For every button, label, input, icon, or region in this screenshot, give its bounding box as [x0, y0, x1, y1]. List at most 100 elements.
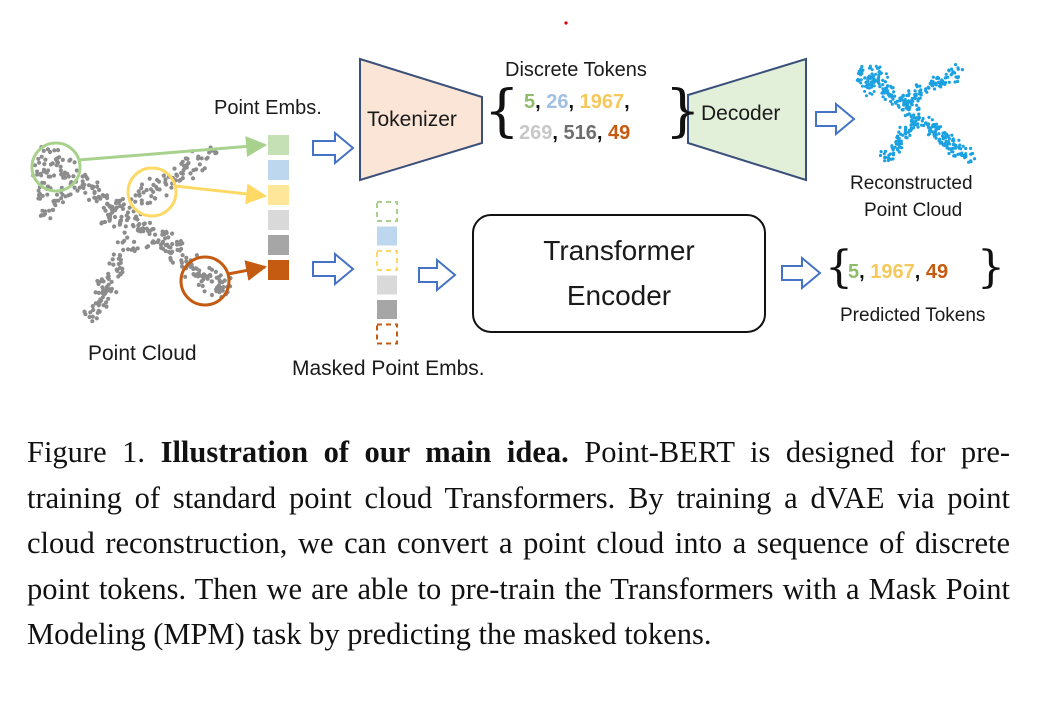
- cloud-point: [859, 81, 863, 85]
- arrow-tokens-to-decoder: [312, 251, 355, 287]
- cloud-point: [867, 86, 871, 90]
- cloud-point: [881, 87, 885, 91]
- cloud-point: [930, 118, 934, 122]
- cloud-point: [47, 208, 52, 213]
- cloud-point: [109, 279, 114, 284]
- cloud-point: [944, 72, 948, 76]
- cloud-point: [874, 72, 878, 76]
- cloud-point: [877, 70, 881, 74]
- cloud-point: [106, 271, 111, 276]
- cloud-point: [180, 176, 185, 181]
- cloud-point: [81, 185, 86, 190]
- cloud-point: [915, 85, 919, 89]
- cloud-point: [103, 208, 108, 213]
- cloud-point: [199, 274, 205, 279]
- cloud-point: [184, 259, 189, 264]
- cloud-point: [170, 260, 175, 265]
- cloud-point: [166, 244, 171, 249]
- cloud-point: [100, 285, 105, 290]
- cloud-point: [190, 176, 196, 181]
- cloud-point: [930, 130, 935, 134]
- cloud-point: [133, 193, 138, 198]
- cloud-point: [199, 156, 204, 161]
- cloud-point: [914, 119, 918, 123]
- cloud-point: [931, 75, 935, 79]
- cloud-point: [93, 290, 98, 295]
- cloud-point: [859, 78, 863, 82]
- cloud-point: [135, 246, 140, 251]
- predicted-separator: ,: [914, 261, 926, 283]
- cloud-point: [960, 151, 964, 155]
- cloud-point: [86, 197, 92, 202]
- red-dot-mark: [564, 21, 568, 25]
- cloud-point: [870, 68, 874, 72]
- cloud-point: [879, 150, 883, 154]
- predicted-tokens-label: Predicted Tokens: [840, 305, 986, 326]
- cloud-point: [953, 154, 957, 158]
- cloud-point: [104, 300, 109, 305]
- cloud-point: [160, 246, 165, 251]
- cloud-point: [42, 167, 46, 172]
- point-embedding-0: [268, 135, 289, 155]
- cloud-point: [107, 287, 112, 292]
- cloud-point: [118, 257, 123, 262]
- cloud-point: [110, 207, 115, 212]
- cloud-point: [90, 319, 95, 324]
- cloud-point: [72, 185, 77, 190]
- cloud-point: [55, 159, 60, 164]
- cloud-point: [900, 95, 904, 99]
- cloud-point: [179, 258, 184, 263]
- cloud-point: [48, 216, 53, 221]
- cloud-point: [131, 224, 136, 229]
- cloud-point: [180, 253, 185, 258]
- discrete-row1-separator: ,: [568, 91, 580, 113]
- cloud-point: [860, 64, 864, 69]
- cloud-point: [101, 279, 106, 284]
- cloud-point: [913, 89, 917, 93]
- cloud-point: [864, 80, 868, 84]
- caption-title: Illustration of our main idea.: [160, 435, 569, 469]
- cloud-point: [214, 150, 219, 155]
- cloud-point: [121, 247, 126, 252]
- cloud-point: [98, 196, 103, 201]
- cloud-point: [214, 287, 219, 292]
- cloud-point: [166, 249, 172, 255]
- cloud-point: [43, 157, 48, 162]
- predicted-separator: ,: [859, 261, 871, 283]
- cloud-point: [917, 97, 921, 101]
- cloud-point: [908, 133, 912, 137]
- cloud-point: [50, 161, 55, 166]
- cloud-point: [112, 224, 117, 229]
- discrete-row2-token-1: 516: [563, 122, 597, 144]
- cloud-point: [75, 188, 80, 193]
- cloud-point: [43, 211, 47, 216]
- reconstructed-label-line2: Point Cloud: [864, 200, 963, 221]
- cloud-point: [58, 168, 64, 173]
- cloud-point: [188, 171, 193, 176]
- cloud-point: [39, 154, 44, 159]
- cloud-point: [861, 84, 864, 88]
- cloud-point: [153, 232, 158, 237]
- figure-caption: Figure 1. Illustration of our main idea.…: [27, 430, 1010, 658]
- cloud-point: [193, 266, 198, 271]
- cloud-point: [150, 240, 155, 245]
- cloud-point: [74, 168, 79, 173]
- cloud-point: [891, 151, 896, 155]
- cloud-point: [886, 158, 891, 163]
- discrete-tokens-close-brace: }: [665, 79, 701, 144]
- cloud-point: [135, 228, 140, 233]
- cloud-point: [42, 162, 47, 167]
- visible-embedding-1: [377, 226, 397, 246]
- green-selection-circle: [30, 141, 82, 193]
- cloud-point: [964, 152, 968, 156]
- cloud-point: [102, 194, 107, 199]
- cloud-point: [107, 203, 112, 208]
- cloud-point: [115, 240, 120, 245]
- cloud-point: [139, 182, 145, 187]
- cloud-point: [118, 198, 123, 203]
- discrete-row1-separator: ,: [535, 91, 547, 113]
- cloud-point: [927, 115, 931, 119]
- cloud-point: [895, 134, 900, 138]
- point-embedding-3: [268, 210, 289, 230]
- cloud-point: [107, 261, 112, 266]
